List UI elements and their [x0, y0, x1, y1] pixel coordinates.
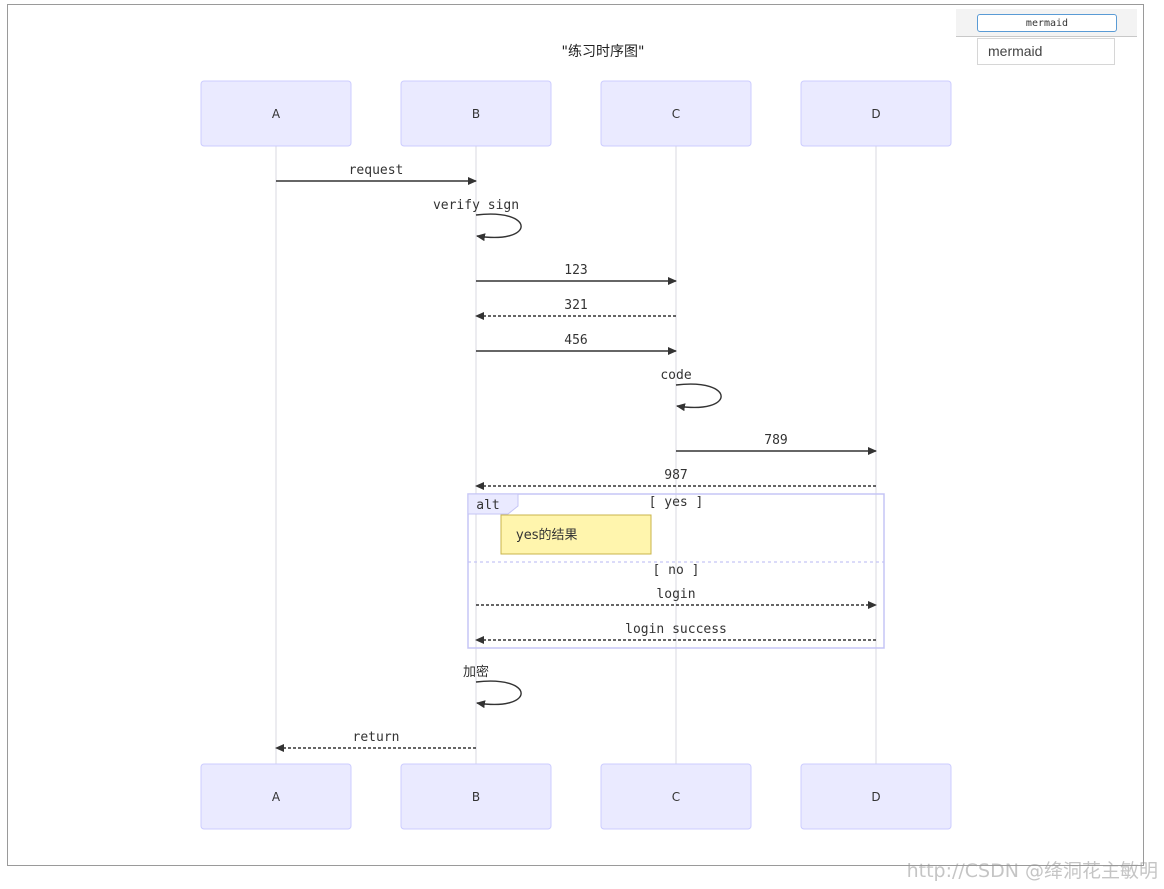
- message-456: 456: [476, 333, 677, 355]
- actor-bottom-d: D: [800, 763, 952, 830]
- message-label: code: [660, 368, 691, 383]
- message-code: code: [660, 368, 722, 412]
- actor-bottom-a: A: [200, 763, 352, 830]
- actor-label: C: [672, 107, 680, 121]
- message-encrypt: 加密: [463, 664, 522, 709]
- actor-top-d: D: [800, 80, 952, 147]
- message-label: 789: [764, 433, 787, 448]
- message-789: 789: [676, 433, 877, 455]
- message-label: 321: [564, 298, 587, 313]
- message-label: 加密: [463, 664, 489, 680]
- message-123: 123: [476, 263, 677, 285]
- message-login-success: login success: [475, 622, 876, 644]
- message-label: 123: [564, 263, 587, 278]
- note-text: yes的结果: [516, 527, 577, 543]
- alt-keyword: alt: [476, 498, 499, 513]
- actor-label: D: [871, 790, 880, 804]
- actor-label: A: [272, 107, 281, 121]
- message-987: 987: [475, 468, 876, 490]
- message-return: return: [275, 730, 476, 752]
- actor-top-b: B: [400, 80, 552, 147]
- watermark: http://CSDN @绛洞花主敏明: [906, 860, 1158, 882]
- alt-no-condition: [ no ]: [653, 563, 700, 578]
- code-block-language-input[interactable]: mermaid: [977, 14, 1117, 32]
- message-label: login success: [625, 622, 727, 637]
- actor-bottom-b: B: [400, 763, 552, 830]
- message-login: login: [476, 587, 877, 609]
- actor-top-a: A: [200, 80, 352, 147]
- message-label: return: [353, 730, 400, 745]
- actor-label: A: [272, 790, 281, 804]
- message-label: request: [349, 163, 404, 178]
- message-label: login: [656, 587, 695, 602]
- actor-label: B: [472, 790, 480, 804]
- message-label: 987: [664, 468, 687, 483]
- message-label: 456: [564, 333, 587, 348]
- alt-yes-condition: [ yes ]: [649, 495, 704, 510]
- diagram-frame: [7, 4, 1144, 866]
- message-label: verify sign: [433, 198, 519, 213]
- actor-bottom-c: C: [600, 763, 752, 830]
- message-request: request: [276, 163, 477, 185]
- note-yes-result: yes的结果: [500, 514, 652, 555]
- message-verify-sign: verify sign: [433, 198, 522, 242]
- alt-block: alt [ yes ] [ no ]: [467, 493, 885, 649]
- diagram-title: "练习时序图": [562, 44, 645, 60]
- message-321: 321: [475, 298, 676, 320]
- language-field[interactable]: mermaid: [977, 38, 1115, 65]
- actor-label: B: [472, 107, 480, 121]
- actor-label: D: [871, 107, 880, 121]
- actor-label: C: [672, 790, 680, 804]
- actor-top-c: C: [600, 80, 752, 147]
